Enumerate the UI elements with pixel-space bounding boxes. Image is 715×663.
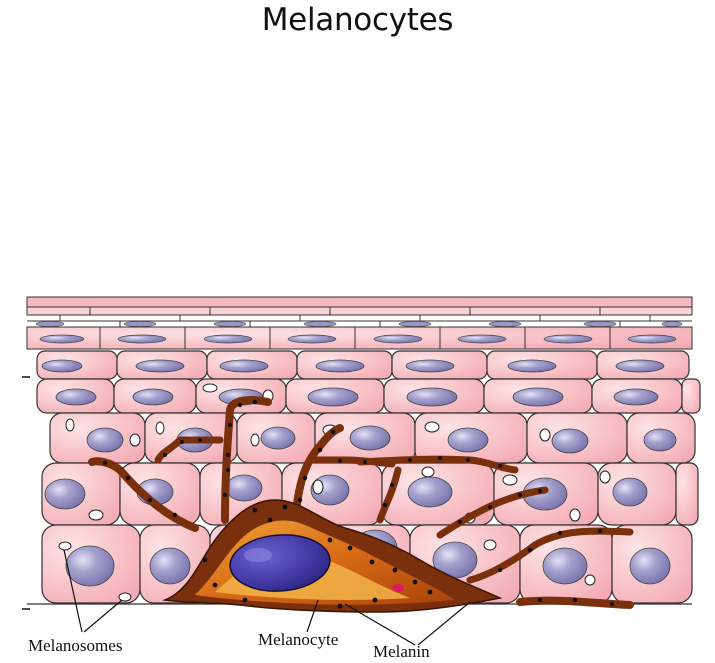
- stratum-granulosum-flat: [27, 327, 692, 349]
- label-melanosomes: Melanosomes: [28, 636, 122, 656]
- label-melanocyte: Melanocyte: [258, 630, 338, 650]
- label-melanin: Melanin: [373, 642, 430, 662]
- layer-markers: [22, 377, 30, 609]
- stratum-corneum: [27, 297, 692, 327]
